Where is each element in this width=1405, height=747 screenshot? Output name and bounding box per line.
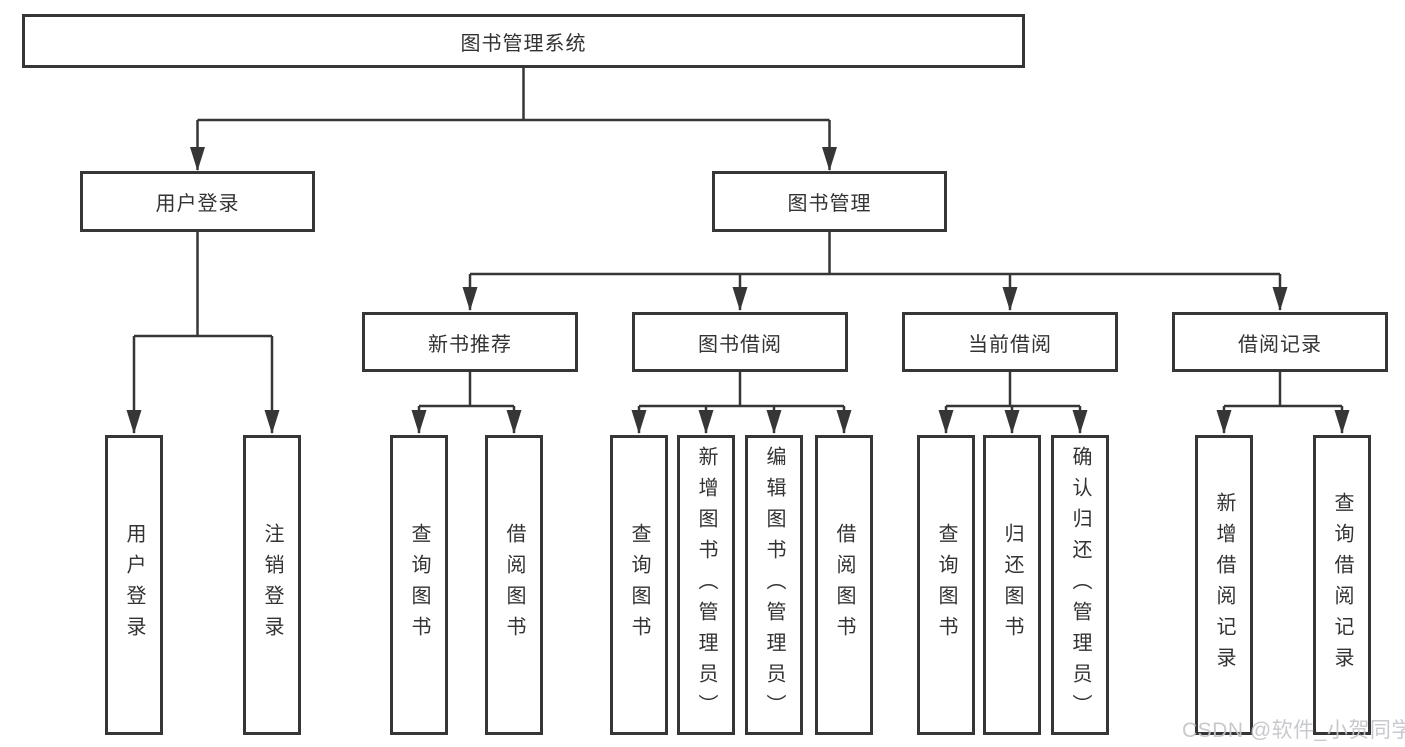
leaf-current-query-label: 查询图书 (935, 523, 957, 647)
leaf-user-login-label: 用户登录 (123, 523, 145, 647)
leaf-borrow-query: 查询图书 (610, 435, 668, 735)
node-borrow-records-label: 借阅记录 (1238, 333, 1322, 356)
leaf-borrow-borrow-label: 借阅图书 (833, 523, 855, 647)
leaf-borrow-edit-admin-label: 编辑图书（管理员） (763, 445, 785, 725)
node-book-management-label: 图书管理 (787, 193, 872, 215)
leaf-records-add: 新增借阅记录 (1195, 435, 1253, 735)
leaf-logout-label: 注销登录 (261, 523, 283, 647)
leaf-current-return-label: 归还图书 (1001, 523, 1023, 647)
node-book-borrow-label: 图书借阅 (698, 333, 782, 356)
csdn-watermark: CSDN @软件_小贺同学 (1182, 719, 1405, 742)
node-root: 图书管理系统 (22, 14, 1025, 68)
leaf-logout: 注销登录 (243, 435, 301, 735)
node-book-management: 图书管理 (712, 171, 947, 232)
leaf-newbook-borrow-label: 借阅图书 (503, 523, 525, 647)
leaf-newbook-query-label: 查询图书 (408, 523, 430, 647)
leaf-borrow-borrow: 借阅图书 (815, 435, 873, 735)
leaf-current-confirm-admin: 确认归还（管理员） (1051, 435, 1109, 735)
node-book-borrow: 图书借阅 (632, 312, 848, 372)
node-user-login-label: 用户登录 (155, 193, 240, 215)
leaf-current-query: 查询图书 (917, 435, 975, 735)
leaf-newbook-query: 查询图书 (390, 435, 448, 735)
leaf-newbook-borrow: 借阅图书 (485, 435, 543, 735)
leaf-current-return: 归还图书 (983, 435, 1041, 735)
leaf-borrow-add-admin: 新增图书（管理员） (677, 435, 735, 735)
leaf-borrow-query-label: 查询图书 (628, 523, 650, 647)
node-new-book-recommend-label: 新书推荐 (428, 333, 512, 356)
leaf-borrow-add-admin-label: 新增图书（管理员） (695, 445, 717, 725)
leaf-user-login: 用户登录 (105, 435, 163, 735)
leaf-records-query: 查询借阅记录 (1313, 435, 1371, 735)
leaf-current-confirm-admin-label: 确认归还（管理员） (1069, 445, 1091, 725)
leaf-borrow-edit-admin: 编辑图书（管理员） (745, 435, 803, 735)
node-borrow-records: 借阅记录 (1172, 312, 1388, 372)
node-root-label: 图书管理系统 (460, 32, 587, 55)
node-user-login: 用户登录 (80, 171, 315, 232)
node-current-borrow: 当前借阅 (902, 312, 1118, 372)
leaf-records-add-label: 新增借阅记录 (1213, 492, 1235, 678)
node-current-borrow-label: 当前借阅 (968, 333, 1052, 356)
node-new-book-recommend: 新书推荐 (362, 312, 578, 372)
leaf-records-query-label: 查询借阅记录 (1331, 492, 1353, 678)
